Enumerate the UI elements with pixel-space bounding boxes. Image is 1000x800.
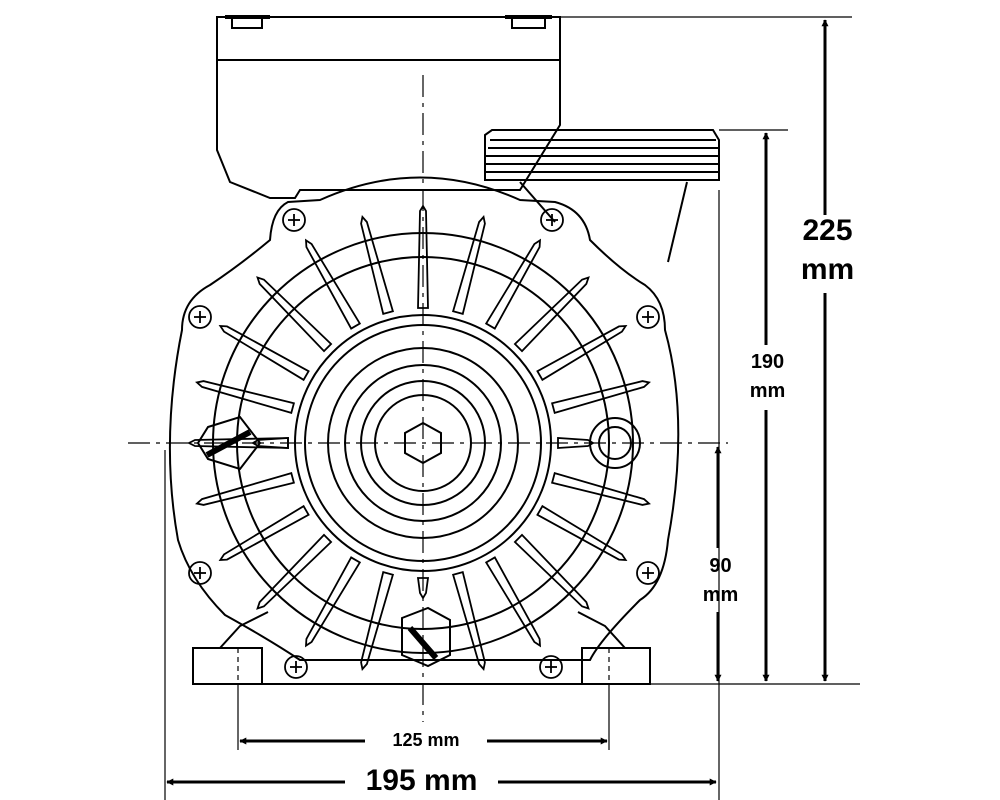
cooling-fin — [550, 380, 651, 415]
label-axis-height: 90 mm — [693, 556, 748, 605]
cooling-fin — [557, 437, 595, 449]
cooling-fin — [550, 471, 651, 506]
label-overall-width: 195 mm — [365, 764, 478, 797]
label-total-height: 225 mm — [790, 216, 865, 285]
screws — [188, 208, 660, 679]
label-total-height-unit: mm — [800, 253, 855, 286]
cooling-fin — [360, 215, 395, 316]
outlet-nozzle — [484, 129, 720, 263]
housing-outline — [168, 176, 680, 661]
cooling-fin — [195, 380, 296, 415]
label-outlet-height-unit: mm — [749, 380, 786, 402]
label-foot-spacing: 125 mm — [392, 730, 460, 750]
mounting-feet — [192, 611, 651, 685]
label-outlet-height: 190 mm — [740, 352, 795, 401]
label-outlet-height-value: 190 — [750, 351, 785, 373]
dimension-arrows — [166, 19, 829, 786]
pump-body — [168, 15, 720, 685]
cooling-fin — [218, 504, 310, 562]
centerlines — [128, 75, 728, 722]
cooling-fin — [195, 471, 296, 506]
cooling-fin — [513, 533, 590, 610]
cooling-fin — [484, 238, 542, 330]
cooling-fin — [256, 533, 333, 610]
cooling-fin — [536, 324, 628, 382]
cooling-fin — [360, 570, 395, 671]
extension-lines — [164, 16, 860, 800]
drain-plug-bottom — [401, 606, 451, 668]
cooling-fin — [484, 556, 542, 648]
cooling-fin — [536, 504, 628, 562]
cooling-fin — [304, 238, 362, 330]
terminal-box — [216, 16, 561, 199]
cooling-fin — [417, 204, 429, 309]
cooling-fin — [416, 577, 430, 600]
cooling-fin — [451, 570, 486, 671]
label-total-height-value: 225 — [802, 214, 853, 247]
cooling-fin — [451, 215, 486, 316]
cooling-fin — [256, 276, 333, 353]
cooling-fin — [513, 276, 590, 353]
label-axis-height-value: 90 — [709, 555, 732, 577]
cooling-fin — [304, 556, 362, 648]
cooling-fin — [218, 324, 310, 382]
label-axis-height-unit: mm — [702, 584, 739, 606]
cooling-fin — [251, 437, 289, 449]
cooling-fins — [186, 204, 651, 671]
